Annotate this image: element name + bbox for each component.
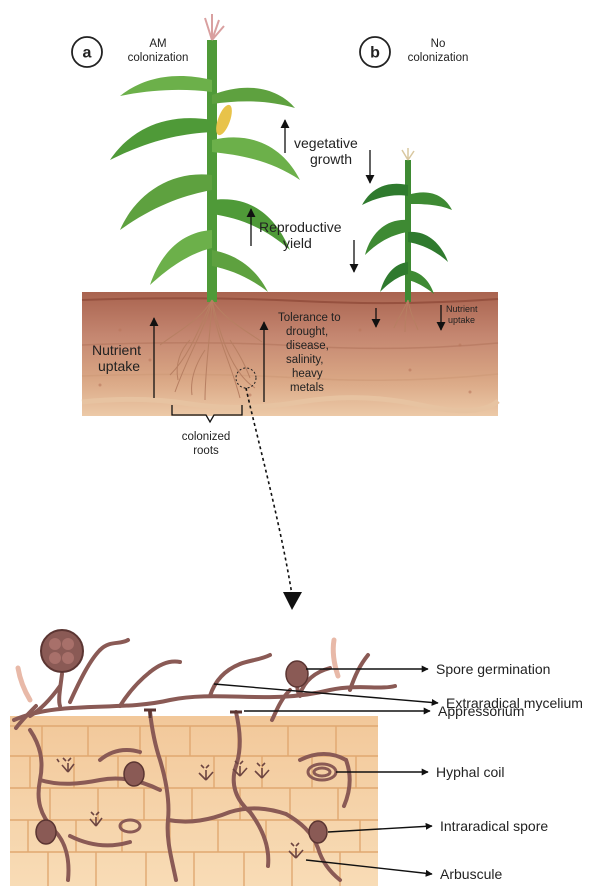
maize-plant-uncolonized bbox=[362, 148, 452, 302]
panel-b-title-line2: colonization bbox=[408, 52, 469, 64]
tolerance-line-5: heavy bbox=[292, 368, 323, 380]
tolerance-line-1: Tolerance to bbox=[278, 312, 341, 324]
reproductive-label-line2: yield bbox=[283, 235, 312, 251]
zoom-arrow bbox=[246, 388, 292, 595]
panel-b-label: b No colonization bbox=[360, 37, 468, 67]
colonized-roots-label-line1: colonized bbox=[182, 431, 231, 443]
arbuscule-label: Arbuscule bbox=[440, 866, 502, 882]
nutrient-label-line2: uptake bbox=[98, 358, 140, 374]
intraradical-spore-label: Intraradical spore bbox=[440, 818, 548, 834]
spore-germination-label: Spore germination bbox=[436, 661, 550, 677]
reproductive-label-line1: Reproductive bbox=[259, 219, 342, 235]
vegetative-label-line2: growth bbox=[310, 151, 352, 167]
tolerance-line-6: metals bbox=[290, 382, 324, 394]
panel-a-letter: a bbox=[83, 45, 92, 62]
nutrient-label-line1: Nutrient bbox=[92, 342, 141, 358]
intraradical-spore-3 bbox=[309, 821, 327, 843]
extraradical-mycelium-pointer bbox=[214, 684, 438, 703]
nutrient-b-label-line2: uptake bbox=[448, 315, 475, 325]
tolerance-line-3: disease, bbox=[286, 340, 329, 352]
panel-b-letter: b bbox=[370, 45, 380, 62]
tolerance-line-2: drought, bbox=[286, 326, 328, 338]
tolerance-line-4: salinity, bbox=[286, 354, 324, 366]
panel-b-title-line1: No bbox=[431, 38, 446, 50]
panel-a-title-line1: AM bbox=[149, 38, 166, 50]
intraradical-spore-1 bbox=[124, 762, 144, 786]
spore-large bbox=[41, 630, 83, 672]
colonized-roots-label-line2: roots bbox=[193, 445, 219, 457]
nutrient-b-label-line1: Nutrient bbox=[446, 304, 478, 314]
vegetative-label-line1: vegetative bbox=[294, 135, 358, 151]
intraradical-spore-2 bbox=[36, 820, 56, 844]
hyphal-coil-label: Hyphal coil bbox=[436, 764, 504, 780]
spore-germinating bbox=[286, 661, 308, 687]
panel-a-title-line2: colonization bbox=[128, 52, 189, 64]
panel-a-label: a AM colonization bbox=[72, 37, 188, 67]
zoom-arrowhead bbox=[283, 592, 302, 610]
appressorium-label: Appressorium bbox=[438, 703, 524, 719]
